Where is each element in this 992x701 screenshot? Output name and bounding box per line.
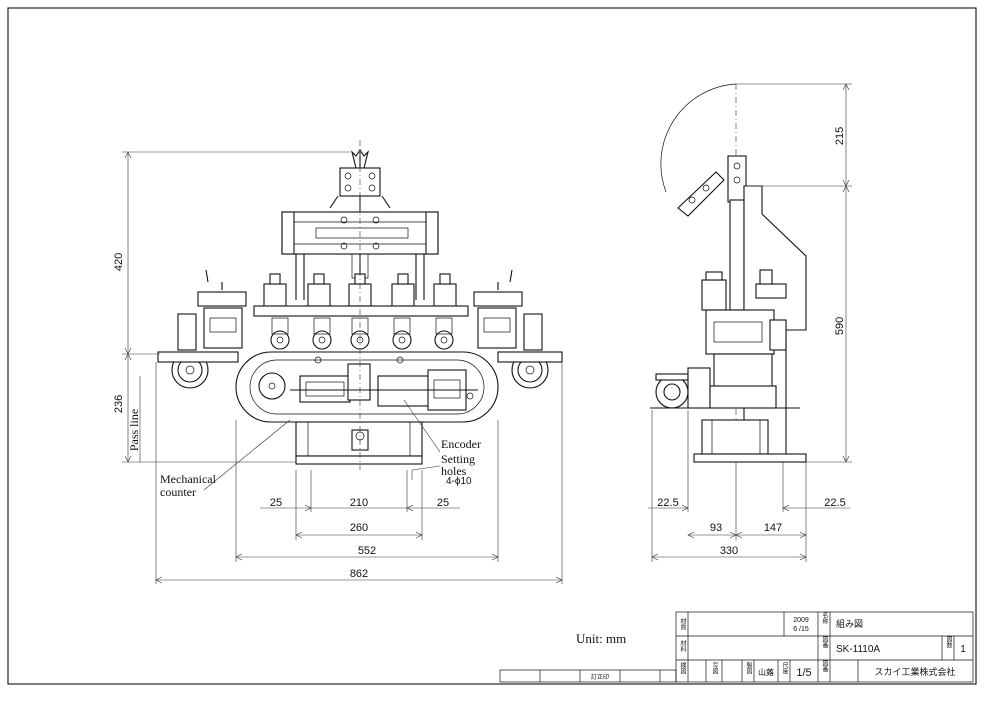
dim-236: 236 xyxy=(113,395,125,413)
dim-590: 590 xyxy=(834,317,846,335)
tb-material-2: 材料 xyxy=(679,639,686,653)
unit-label: Unit: mm xyxy=(576,631,626,646)
tb-num-label: 図数 xyxy=(945,636,952,649)
dim-210: 210 xyxy=(350,497,368,509)
front-view xyxy=(157,140,563,470)
dim-330: 330 xyxy=(720,545,738,557)
mechanical-counter-label-2: counter xyxy=(160,485,196,499)
setting-holes-label-1: Setting xyxy=(441,452,475,466)
tb-copy: 写図 xyxy=(711,662,718,675)
tb-design: 製図 xyxy=(745,661,752,675)
tb-company: スカイ工業株式会社 xyxy=(874,666,955,677)
encoder-label: Encoder xyxy=(441,437,481,451)
pass-line-label: Pass line xyxy=(127,409,141,451)
front-dimensions xyxy=(122,151,563,584)
dim-22-5-left: 22.5 xyxy=(657,497,678,509)
tb-drawing-name: 組み図 xyxy=(836,618,863,629)
side-view xyxy=(650,83,807,463)
dim-215: 215 xyxy=(834,127,846,145)
tb-number-label: 図番 xyxy=(821,636,828,649)
tb-inspect: 検図 xyxy=(679,661,686,675)
tb-date-year: 2009 xyxy=(793,617,809,624)
tb-sheet-no: 1 xyxy=(960,644,966,655)
mechanical-counter-label-1: Mechanical xyxy=(160,472,217,486)
side-dimensions xyxy=(648,83,852,562)
dim-93: 93 xyxy=(710,522,722,534)
tb-material: 材質 xyxy=(679,617,686,631)
tb-sheet-label: 図番 xyxy=(821,660,828,673)
dim-862: 862 xyxy=(350,568,368,580)
tb-scale: 1/5 xyxy=(796,667,811,679)
setting-holes-label-2: holes xyxy=(441,464,467,478)
dim-22-5-right: 22.5 xyxy=(824,497,845,509)
tb-name-label: 名称 xyxy=(821,611,828,625)
dim-25-left: 25 xyxy=(270,497,282,509)
dim-147: 147 xyxy=(764,522,782,534)
tb-drafter: 山蕗 xyxy=(758,667,774,677)
tb-revision: 訂正印 xyxy=(591,673,609,681)
tb-scale-label: 尺度 xyxy=(781,662,788,675)
sheet-border xyxy=(7,7,977,685)
tb-drawing-number: SK-1110A xyxy=(836,644,880,655)
dim-25-right: 25 xyxy=(437,497,449,509)
dim-420: 420 xyxy=(113,253,125,271)
title-block xyxy=(499,611,974,683)
dim-552: 552 xyxy=(358,545,376,557)
dim-260: 260 xyxy=(350,522,368,534)
setting-holes-spec: 4-ϕ10 xyxy=(446,476,472,487)
tb-date-md: 6 /15 xyxy=(793,626,809,633)
